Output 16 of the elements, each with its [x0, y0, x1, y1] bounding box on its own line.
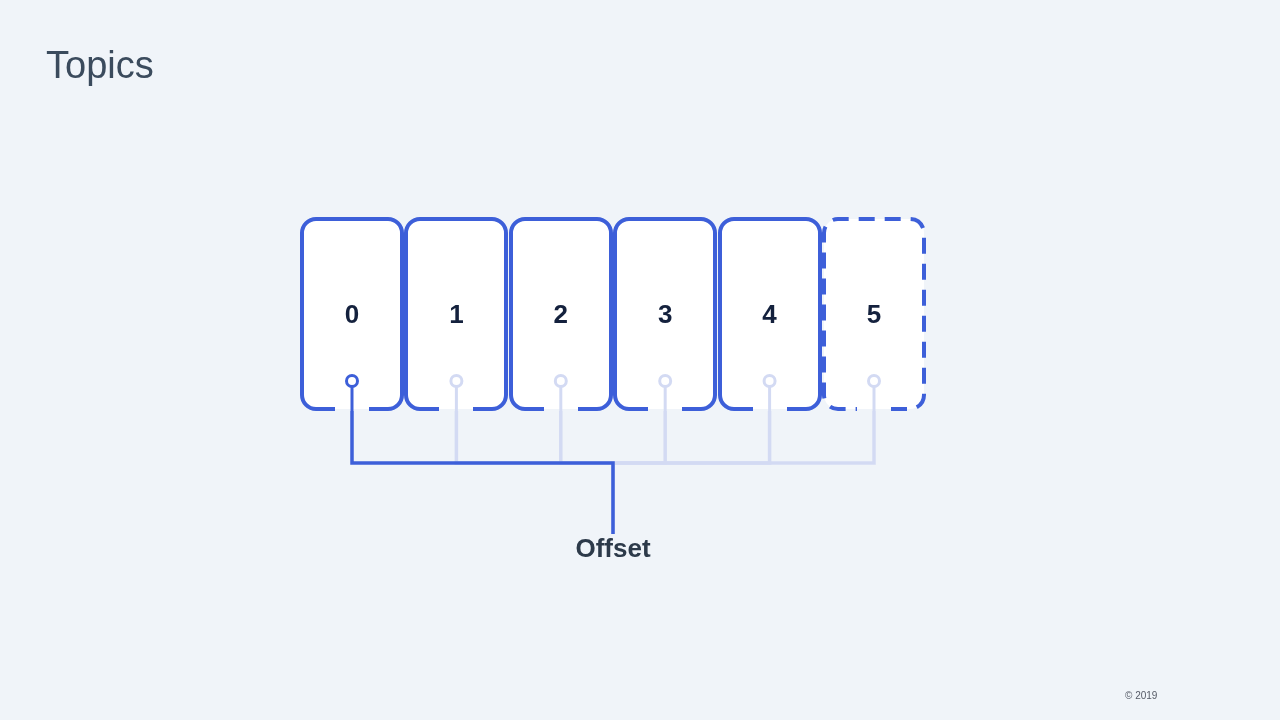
- connector-line: [345, 374, 615, 534]
- offset-label: Offset: [575, 534, 651, 563]
- partition-box: [300, 217, 404, 411]
- partition-box: [717, 217, 822, 411]
- copyright-note: © 2019: [1125, 690, 1158, 702]
- slide-title: Topics: [46, 45, 154, 87]
- offset-number: 5: [866, 299, 882, 329]
- offset-number: 2: [553, 299, 569, 329]
- offset-number: 1: [449, 299, 464, 329]
- offset-number: 0: [344, 299, 360, 329]
- offset-number: 3: [657, 299, 673, 329]
- partition-box: [508, 217, 613, 411]
- offset-number: 4: [762, 299, 777, 329]
- partition-box: [613, 217, 718, 411]
- pending-partition-box: [822, 217, 926, 411]
- partition-box: [404, 217, 509, 411]
